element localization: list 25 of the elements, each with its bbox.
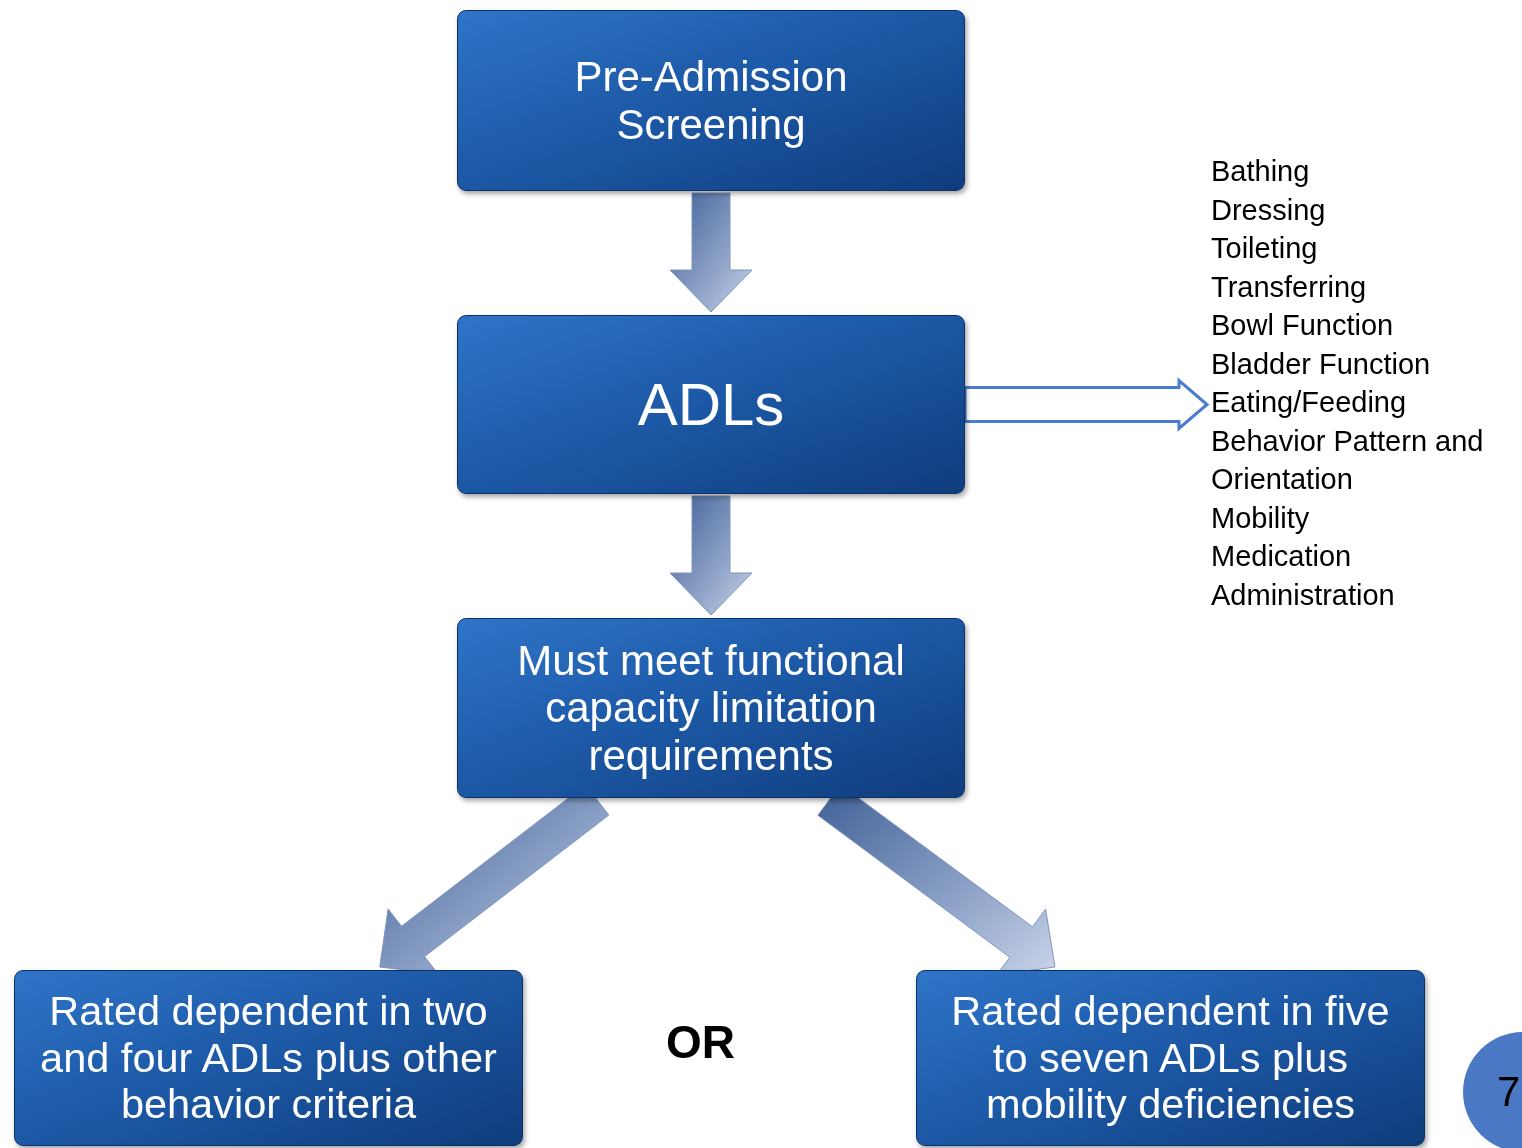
block-arrow [669,495,753,616]
connector-word: OR [666,1015,735,1069]
list-item: Bladder Function [1211,346,1432,382]
process-box [457,10,965,191]
block-arrow [963,377,1210,432]
list-item: Bowl Function [1211,308,1395,343]
list-item: Dressing [1211,192,1327,228]
process-box [916,970,1425,1146]
list-item: Transferring [1211,269,1368,305]
process-box [457,315,965,494]
block-arrow [669,192,753,313]
box-text: Rated dependent in two and four ADLs plus other behavior criteria [39,988,498,1128]
box-text: Rated dependent in five to seven ADLs plus mobility deficiencies [950,988,1391,1128]
box-text: Must meet functional capacity limitation requirements [516,637,906,779]
box-text: ADLs [637,370,785,439]
list-item: Bathing [1211,154,1311,189]
list-item: Mobility [1211,500,1311,536]
list-item: Medication Administration [1211,539,1396,613]
process-box [14,970,523,1146]
box-text: Pre-Admission Screening [573,53,849,148]
list-item: Behavior Pattern and Orientation [1211,423,1485,497]
list-item: Toileting [1211,231,1319,266]
process-box [457,618,965,798]
page-number: 7 [1497,1068,1521,1116]
list-item: Eating/Feeding [1211,385,1408,420]
